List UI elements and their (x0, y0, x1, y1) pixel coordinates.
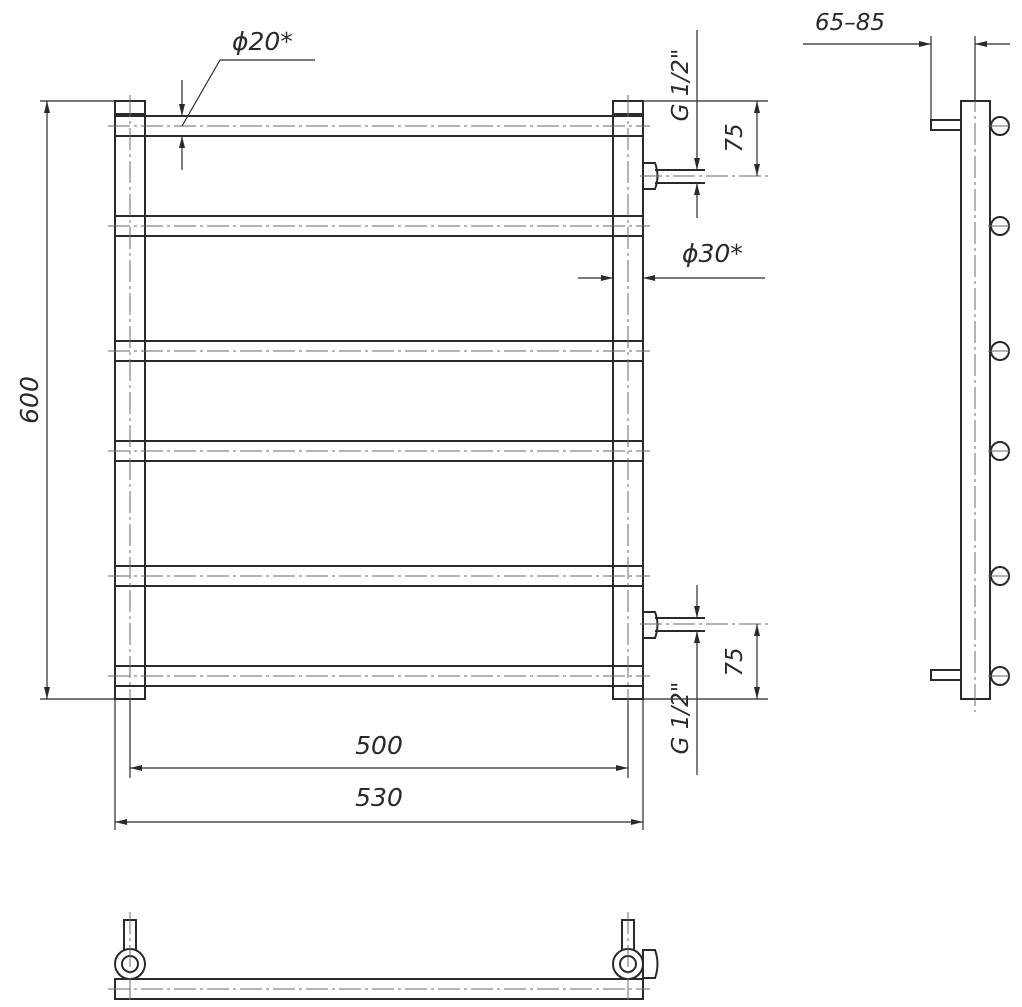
offset-top-label: 75 (722, 123, 748, 152)
side-rail-sections (988, 116, 1014, 686)
dimension-outer-width: 530 (114, 700, 644, 830)
dimension-offset-top: 75 (643, 100, 768, 176)
offset-bottom-label: 75 (722, 647, 748, 676)
top-view (108, 912, 659, 1004)
dimension-wall-distance: 65–85 (803, 10, 1010, 120)
rail-centerlines (108, 95, 650, 775)
dimension-offset-bottom: 75 (643, 624, 768, 700)
side-view (930, 90, 1014, 712)
top-view-right-mount (612, 912, 659, 1004)
height-label: 600 (15, 376, 44, 424)
dimension-thread-bottom: G 1/2" (668, 585, 700, 775)
outer-width-label: 530 (355, 783, 403, 812)
thread-top-label: G 1/2" (668, 49, 694, 122)
side-wall-bracket-bottom (930, 669, 962, 681)
dimension-inner-width: 500 (129, 700, 629, 778)
bottom-connection-fitting (640, 611, 770, 639)
wall-distance-label: 65–85 (815, 10, 885, 36)
rails (114, 115, 644, 687)
dimension-upright-diameter: ϕ30* (578, 239, 765, 281)
top-connection-fitting (640, 162, 770, 190)
side-wall-bracket-top (930, 119, 962, 131)
thread-bottom-label: G 1/2" (668, 682, 694, 755)
dimension-height: 600 (15, 100, 115, 700)
dimension-rail-diameter: ϕ20* (179, 27, 315, 170)
front-view (108, 95, 770, 775)
dimension-thread-top: G 1/2" (668, 30, 700, 218)
upright-diameter-label: ϕ30* (682, 239, 743, 268)
rail-diameter-label: ϕ20* (232, 27, 293, 56)
inner-width-label: 500 (355, 731, 403, 760)
top-view-left-mount (114, 912, 146, 1004)
